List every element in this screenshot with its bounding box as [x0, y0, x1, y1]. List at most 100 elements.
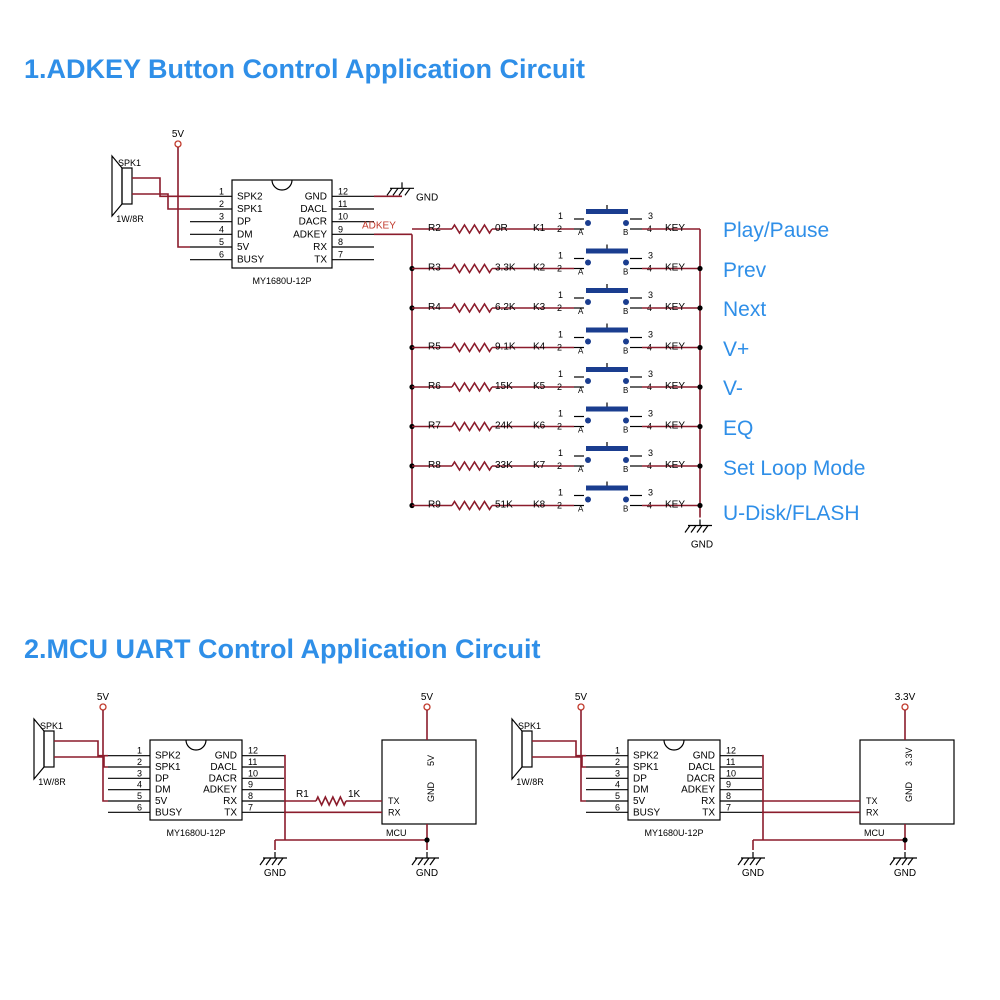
switch-pin-number: 2: [557, 224, 562, 234]
chip1-pin-label: SPK1: [237, 204, 263, 215]
resistor-value: 15K: [495, 381, 513, 392]
gnd1-hatch: [386, 187, 393, 196]
key-ground-junction: [697, 384, 703, 390]
uart1-supply-mcu-label: 5V: [421, 692, 434, 703]
uart1-gnd-wire: [284, 754, 286, 840]
switch-pin-number: 1: [558, 290, 563, 300]
switch-designator: K4: [533, 342, 546, 353]
uart2-mcu-gnd-label: GND: [904, 782, 914, 803]
switch-pin-letter: B: [623, 228, 628, 237]
resistor-designator: R5: [428, 342, 441, 353]
uart1-gnd-right-label: GND: [416, 868, 438, 879]
uart1-gnd-left-hatch: [271, 857, 278, 866]
chip1-part-name: MY1680U-12P: [252, 276, 311, 286]
uart1-gnd-right-hatch: [429, 857, 436, 866]
uart1-vcc-wire: [102, 710, 108, 802]
uart2-gnd-right-hatch: [895, 857, 902, 866]
uart1-chip-pin-number: 2: [137, 757, 142, 767]
uart2-chip-part-name: MY1680U-12P: [644, 828, 703, 838]
chip1-pin-label: 5V: [237, 242, 250, 253]
chip1-pin-label: RX: [313, 242, 327, 253]
switch-pin-number: 3: [648, 409, 653, 419]
speaker1-cone: [111, 154, 123, 218]
key-function-label: U-Disk/FLASH: [723, 501, 860, 525]
switch-pin-letter: B: [623, 505, 628, 514]
key-ground-junction: [697, 344, 703, 351]
switch-pin-number: 3: [648, 448, 653, 458]
chip1-pin-label: BUSY: [237, 255, 265, 266]
switch-pin-letter: A: [578, 347, 584, 356]
switch-contact: [623, 417, 629, 424]
speaker1-rating: 1W/8R: [116, 214, 144, 224]
uart1-gnd-left-hatch: [259, 857, 266, 866]
chip1-pin-label: GND: [305, 191, 327, 202]
switch-pin-letter: B: [623, 268, 628, 277]
switch-actuator: [586, 209, 628, 214]
resistor-value: 3.3K: [495, 263, 516, 274]
switch-contact: [585, 496, 591, 503]
uart1-supply-5v-symbol: [99, 703, 107, 711]
uart1-chip-pin-label: SPK1: [155, 762, 181, 773]
uart1-r1-value: 1K: [348, 789, 361, 800]
switch-designator: K8: [533, 500, 546, 511]
switch-actuator: [586, 485, 628, 491]
uart1-chip-pin-label: DM: [155, 785, 171, 796]
uart2-chip-pin-number: 10: [726, 768, 736, 778]
switch-actuator: [586, 327, 628, 333]
resistor-R2: [451, 223, 493, 235]
uart1-chip-pin-number: 8: [248, 791, 253, 801]
switch-pin-letter: B: [623, 347, 628, 356]
uart2-mcu-tx-label: TX: [866, 796, 878, 806]
resistor-value: 51K: [495, 500, 513, 511]
switch-pin-letter: B: [623, 426, 628, 435]
uart2-chip-pin-number: 12: [726, 746, 736, 756]
uart1-chip-part-name: MY1680U-12P: [166, 828, 225, 838]
key-function-label: Play/Pause: [723, 219, 830, 242]
gnd2-hatch: [702, 525, 709, 533]
uart1-resistor-r1: [315, 795, 347, 807]
uart2-chip-pin-number: 8: [726, 791, 731, 801]
resistor-designator: R7: [428, 421, 441, 432]
resistor-R4: [451, 302, 493, 314]
switch-contact: [623, 378, 629, 384]
uart1-gnd-left-label: GND: [264, 868, 286, 879]
chip1-pin-label: DACR: [299, 217, 327, 228]
uart1-gnd-left-hatch: [265, 857, 272, 866]
uart2-gnd-right-hatch: [889, 857, 896, 866]
uart2-mcu-rx-label: RX: [866, 807, 879, 817]
switch-contact: [623, 259, 629, 266]
uart2-chip-pin-label: BUSY: [633, 807, 661, 818]
uart2-supply-5v-label: 5V: [575, 692, 588, 703]
chip1-pin-number: 7: [338, 250, 343, 260]
chip1-pin-label: DP: [237, 217, 251, 228]
uart1-chip-pin-label: RX: [223, 796, 237, 807]
key-ground-junction: [697, 463, 703, 469]
switch-pin-letter: A: [578, 386, 584, 395]
supply-5v-1-symbol: [174, 140, 182, 148]
key-ground-junction: [697, 305, 703, 311]
uart1-gnd-right-hatch: [417, 857, 424, 866]
chip1-pin-label: DM: [237, 229, 253, 240]
uart2-chip-pin-label: SPK2: [633, 751, 659, 762]
switch-pin-number: 2: [557, 422, 562, 432]
uart1-speaker-cone: [33, 717, 45, 781]
uart2-chip-pin-label: DACL: [688, 762, 715, 773]
chip1-pin-label: ADKEY: [293, 229, 327, 240]
switch-pin-number: 1: [558, 409, 563, 419]
uart1-chip-pin-label: SPK2: [155, 751, 181, 762]
speaker-wire-1: [132, 177, 190, 198]
switch-pin-number: 2: [557, 343, 562, 353]
resistor-designator: R6: [428, 381, 441, 392]
key-net-label: KEY: [665, 460, 685, 471]
switch-actuator: [586, 248, 628, 254]
uart1-mcu-box: [381, 739, 477, 825]
switch-contact: [585, 259, 591, 266]
uart1-mcu-tx-label: TX: [388, 796, 400, 806]
resistor-R5: [451, 341, 493, 354]
uart1-chip-pin-label: DACR: [209, 773, 237, 784]
uart2-supply-mcu-label: 3.3V: [895, 692, 916, 703]
switch-actuator: [586, 367, 628, 372]
resistor-designator: R3: [428, 263, 441, 274]
switch-contact: [585, 378, 591, 384]
key-function-label: V-: [723, 377, 743, 400]
